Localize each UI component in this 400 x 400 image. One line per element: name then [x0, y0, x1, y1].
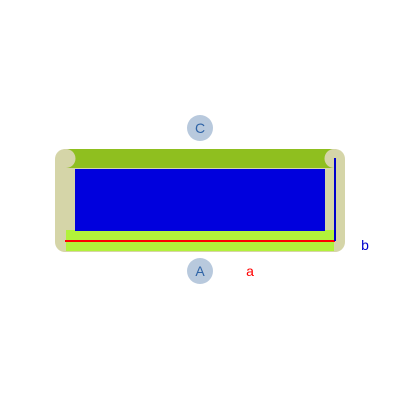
marker-c: C	[187, 115, 213, 141]
marker-c-label: C	[195, 120, 205, 136]
marker-a-label: A	[195, 263, 205, 279]
top-bar	[66, 149, 334, 168]
marker-a: A	[187, 258, 213, 284]
dimension-a-label: a	[246, 263, 254, 279]
top-bar-left-end	[56, 149, 76, 168]
dimension-b-label: b	[361, 237, 369, 253]
blue-panel	[75, 169, 325, 231]
marker-a-circle	[187, 258, 213, 284]
marker-c-circle	[187, 115, 213, 141]
